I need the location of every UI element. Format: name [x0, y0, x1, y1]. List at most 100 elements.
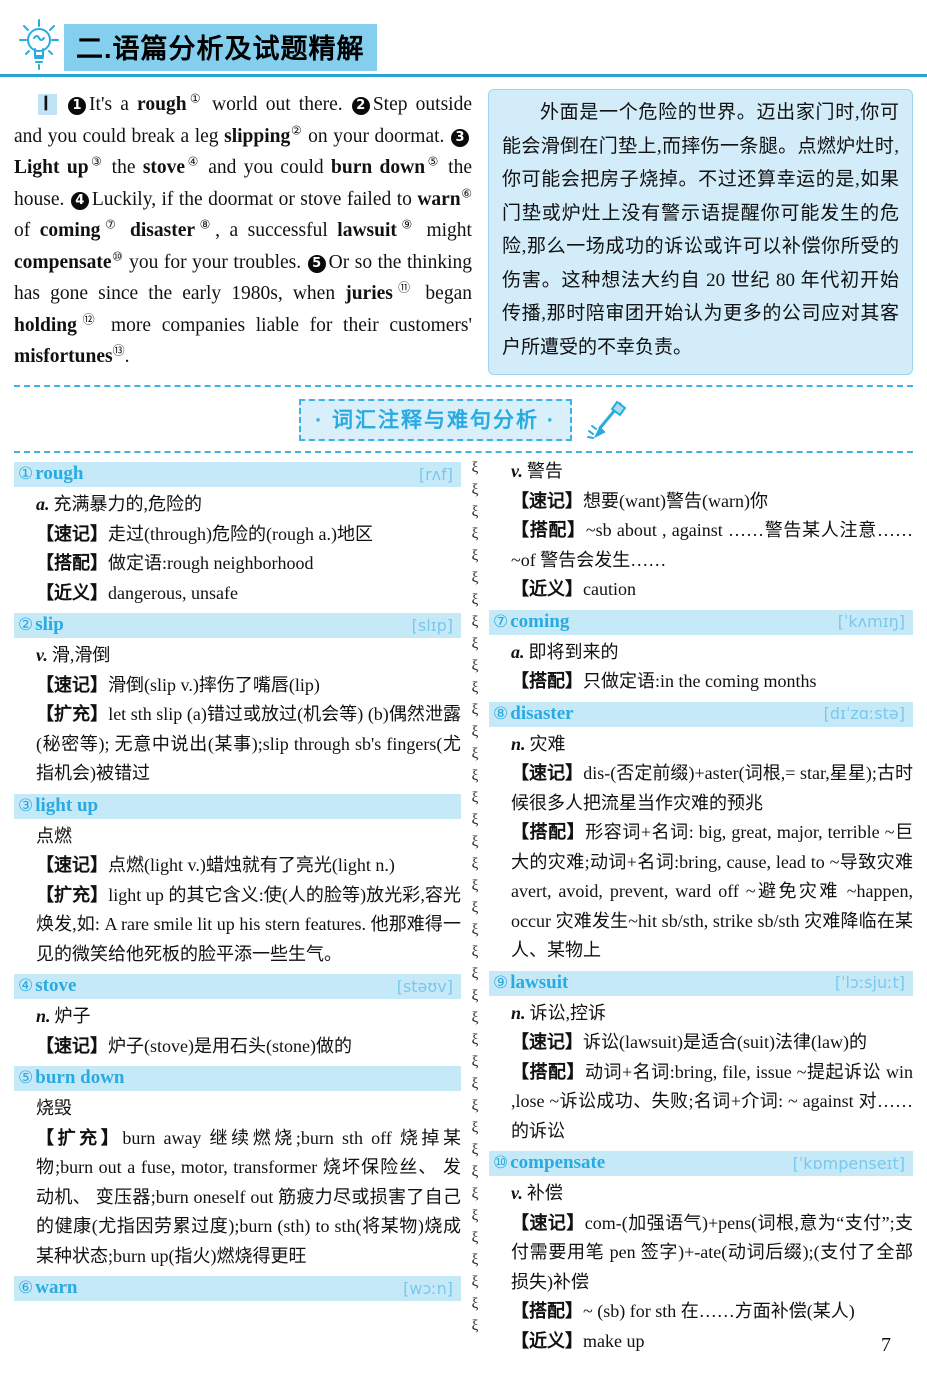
header-underline: 二.语篇分析及试题精解	[0, 24, 927, 77]
paragraph-roman-numeral: Ⅰ	[38, 94, 58, 115]
vocab-column-right: v.警告【速记】想要(want)警告(warn)你【搭配】~sb about ,…	[489, 457, 913, 1358]
entry-word: rough	[35, 463, 84, 484]
annotation-number: ⑤	[425, 154, 441, 169]
vocab-line: 【速记】走过(through)危险的(rough a.)地区	[14, 520, 461, 550]
passage-text: Luckily, if the doormat or stove failed …	[91, 188, 418, 210]
vocab-line: 【速记】dis-(否定前缀)+aster(词根,= star,星星);古时候很多…	[489, 759, 913, 818]
line-text: 即将到来的	[528, 641, 619, 662]
pen-icon	[584, 400, 628, 440]
entry-number: ⑨	[493, 972, 509, 993]
keyword: holding	[14, 314, 77, 336]
line-text: 灾难	[529, 733, 566, 754]
line-label: 【近义】	[511, 579, 583, 599]
line-text: com-(加强语气)+pens(词根,意为“支付”;支付需要用笔 pen 签字)…	[511, 1212, 914, 1292]
entry-word: warn	[35, 1277, 78, 1298]
line-text: 烧毁	[36, 1098, 72, 1118]
vocab-line: 【速记】点燃(light v.)蜡烛就有了亮光(light n.)	[14, 851, 461, 881]
entry-word: stove	[35, 975, 77, 996]
vocab-line: a.即将到来的	[489, 638, 913, 668]
line-label: 【近义】	[511, 1330, 583, 1351]
passage-text: .	[124, 346, 130, 367]
keyword: burn down	[331, 157, 426, 178]
keyword: juries	[345, 283, 393, 304]
passage-text: the	[104, 157, 143, 178]
line-label: 【搭配】	[511, 1301, 583, 1321]
passage-text: of	[14, 220, 40, 241]
vocab-line: 【扩充】light up 的其它含义:使(人的脸等)放光彩,容光焕发,如: A …	[14, 881, 461, 970]
line-label: 【扩充】	[36, 704, 109, 724]
vocab-line: 【搭配】形容词+名词: big, great, major, terrible …	[489, 818, 913, 966]
line-text: 点燃(light v.)蜡烛就有了亮光(light n.)	[108, 855, 395, 875]
line-text: 充满暴力的,危险的	[53, 494, 203, 514]
vocab-line: 【搭配】做定语:rough neighborhood	[14, 549, 461, 579]
passage-text: on your doormat.	[302, 125, 450, 147]
vocab-line: 【扩充】let sth slip (a)错过或放过(机会等) (b)偶然泄露(秘…	[14, 700, 461, 789]
vocab-line: 【速记】诉讼(lawsuit)是适合(suit)法律(law)的	[489, 1028, 913, 1058]
keyword: Light up	[14, 157, 89, 178]
keyword: stove	[142, 157, 186, 178]
vocab-line: 烧毁	[14, 1094, 461, 1124]
wavy-column-divider-icon: ξ ξ ξ ξ ξ ξ ξ ξ ξ ξ ξ ξ ξ ξ ξ ξ ξ ξ ξ ξ …	[471, 460, 479, 1334]
entry-word: light up	[35, 794, 99, 816]
lightbulb-icon	[16, 16, 62, 72]
annotation-number: ⑫	[76, 312, 101, 326]
line-label: 【速记】	[36, 1035, 108, 1056]
annotation-number: ⑩	[111, 249, 124, 263]
passage-text: It's a	[89, 94, 138, 115]
passage-text	[120, 220, 130, 241]
keyword: slipping	[224, 125, 291, 147]
annotation-number: ⑦	[100, 217, 121, 232]
line-text: 动词+名词:bring, file, issue ~提起诉讼 win ,lose…	[511, 1061, 913, 1141]
entry-phonetic: [ˈlɔːsjuːt]	[834, 973, 905, 992]
translation-box: 外面是一个危险的世界。迈出家门时,你可能会滑倒在门垫上,而摔伤一条腿。点燃炉灶时…	[488, 89, 913, 375]
entry-number: ③	[18, 795, 34, 816]
line-label: 【近义】	[36, 582, 108, 603]
vocab-line: 【搭配】~sb about , against ……警告某人注意……~of 警告…	[489, 516, 913, 575]
vocab-line: 点燃	[14, 822, 461, 852]
entry-word: lawsuit	[510, 971, 569, 993]
keyword: warn	[417, 188, 461, 210]
passage-text: Step outside and you could break a leg	[14, 94, 472, 147]
line-text: 滑,滑倒	[51, 645, 111, 665]
passage-text: began	[415, 283, 472, 304]
line-label: 【速记】	[36, 855, 108, 875]
entry-word: disaster	[510, 702, 574, 724]
line-text: let sth slip (a)错过或放过(机会等) (b)偶然泄露(秘密等);…	[36, 704, 461, 783]
vocab-line: n.炉子	[14, 1002, 461, 1032]
line-text: 警告	[526, 461, 563, 481]
dashed-divider	[14, 451, 913, 453]
page-title: 二.语篇分析及试题精解	[64, 24, 377, 71]
annotation-number: ⑥	[460, 186, 472, 200]
line-text: 做定语:rough neighborhood	[108, 553, 314, 573]
keyword: lawsuit	[337, 220, 397, 241]
passage-text: you for your troubles.	[123, 251, 307, 273]
vocab-line: 【近义】make up	[489, 1327, 913, 1357]
line-text: make up	[583, 1330, 645, 1351]
entry-phonetic: [ˈkɒmpenseɪt]	[792, 1153, 905, 1173]
line-text: 诉讼,控诉	[529, 1002, 607, 1023]
sentence-marker: 1	[68, 97, 87, 115]
vocab-line: n.灾难	[489, 730, 913, 760]
annotation-number: ③	[88, 154, 105, 169]
vocab-line: 【搭配】~ (sb) for sth 在……方面补偿(某人)	[489, 1297, 913, 1327]
entry-number: ⑩	[493, 1153, 509, 1173]
passage-text: might	[416, 220, 472, 241]
keyword: misfortunes	[14, 346, 113, 367]
annotation-number: ⑨	[396, 217, 417, 232]
